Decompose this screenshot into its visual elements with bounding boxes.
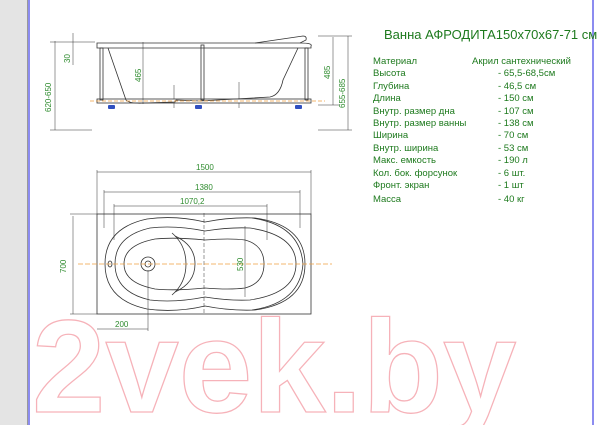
dim-length: 1500 <box>196 163 214 172</box>
top-view: 1500 1380 1070,2 700 530 200 <box>59 163 332 331</box>
spec-label: Внутр. размер ванны <box>373 117 467 129</box>
dim-bottom-length: 1070,2 <box>180 197 205 206</box>
spec-value: - 190 л <box>498 155 528 167</box>
spec-value: - 46,5 см <box>498 80 537 92</box>
spec-label: Кол. бок. форсунок <box>373 167 458 179</box>
spec-value: - 1 шт <box>498 179 524 191</box>
side-view: 620-650 30 465 485 655-685 <box>44 33 352 131</box>
dim-drain-offset: 200 <box>115 320 129 329</box>
spec-label: Длина <box>373 93 401 105</box>
spec-label: Макс. емкость <box>373 155 437 167</box>
spec-value: - 70 см <box>498 130 529 142</box>
dim-inner-width: 530 <box>236 257 245 271</box>
leg-icons <box>108 105 302 109</box>
spec-value: - 6 шт. <box>498 167 526 179</box>
product-title: Ванна АФРОДИТА150х70х67-71 см <box>384 27 598 42</box>
frame-line-left <box>28 0 30 425</box>
spec-label: Материал <box>373 56 418 67</box>
spec-label: Масса <box>373 194 402 206</box>
dim-width: 700 <box>59 259 68 273</box>
spec-label: Глубина <box>373 80 410 92</box>
spec-label: Внутр. ширина <box>373 142 439 154</box>
spec-value: - 107 см <box>498 105 534 117</box>
dim-total-height: 620-650 <box>44 82 53 112</box>
spec-value: - 40 кг <box>498 194 525 206</box>
spec-value: Акрил сантехнический <box>472 56 571 67</box>
spec-value: - 150 см <box>498 93 534 105</box>
spec-value: - 138 см <box>498 117 534 129</box>
spec-value: - 53 см <box>498 142 529 154</box>
dim-rim: 30 <box>63 54 72 63</box>
dim-depth: 465 <box>134 68 143 82</box>
spec-label: Фронт. экран <box>373 179 430 191</box>
dim-height-right: 655-685 <box>338 78 347 108</box>
dim-depth-right: 485 <box>323 65 332 79</box>
left-margin-bar <box>0 0 28 425</box>
spec-label: Ширина <box>373 130 409 142</box>
watermark: 2vek.by <box>32 293 516 425</box>
frame-line-right <box>592 0 594 425</box>
spec-value: - 65,5-68,5см <box>498 68 556 80</box>
dim-inner-length: 1380 <box>195 183 213 192</box>
spec-label: Внутр. размер дна <box>373 105 455 117</box>
spec-label: Высота <box>373 68 406 80</box>
